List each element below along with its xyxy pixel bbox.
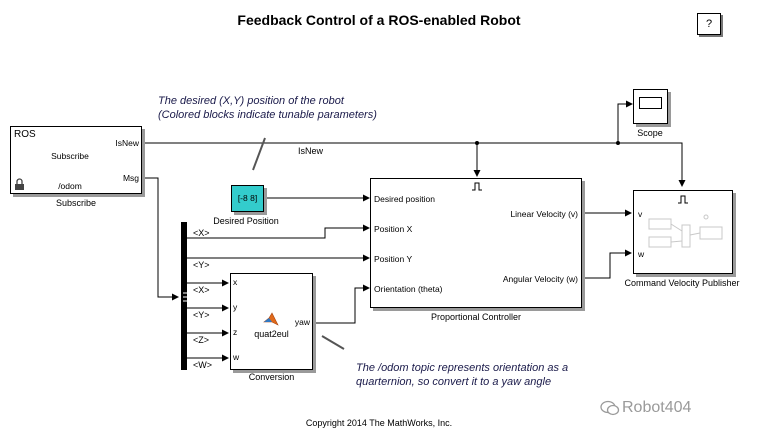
desired-position-note: The desired (X,Y) position of the robot …: [158, 95, 377, 121]
conv-in-w: w: [233, 352, 240, 362]
conv-func-name: quat2eul: [254, 329, 289, 339]
subsystem-preview-icon: [648, 214, 723, 248]
in-port-orientation: Orientation (theta): [374, 284, 443, 294]
watermark-text: Robot404: [622, 399, 692, 416]
subscribe-block[interactable]: ROS Subscribe /odom IsNew Msg: [10, 126, 142, 194]
wechat-icon: [600, 400, 620, 416]
copyright-text: Copyright 2014 The MathWorks, Inc.: [305, 418, 453, 428]
conv-in-x: x: [233, 277, 238, 287]
out-port-linear: Linear Velocity (v): [510, 209, 578, 219]
conversion-block[interactable]: x y z w yaw quat2eul: [230, 273, 313, 370]
in-port-posy: Position Y: [374, 254, 413, 264]
wire-msg: [140, 177, 179, 301]
trigger-icon: [678, 195, 688, 204]
port-w: w: [638, 249, 645, 259]
bus-out-x1: <X>: [193, 228, 210, 238]
odom-note: The /odom topic represents orientation a…: [356, 362, 569, 388]
ros-label: ROS: [14, 129, 36, 140]
wire-isnew-publisher: [618, 142, 686, 187]
port-isnew: IsNew: [115, 138, 139, 148]
scope-name: Scope: [637, 128, 663, 138]
proportional-controller-block[interactable]: Desired position Position X Position Y O…: [370, 178, 582, 308]
bus-out-w: <W>: [193, 360, 213, 370]
subscribe-block-name: Subscribe: [55, 198, 97, 208]
port-v: v: [638, 209, 643, 219]
subscribe-center-label: Subscribe: [51, 151, 89, 161]
matlab-logo-icon: [263, 312, 279, 326]
bus-out-y2: <Y>: [193, 310, 210, 320]
bus-input-icon: [183, 292, 189, 302]
desired-position-block[interactable]: [-8 8]: [231, 185, 264, 212]
desired-position-name: Desired Position: [213, 216, 279, 226]
in-port-posx: Position X: [374, 224, 413, 234]
help-button[interactable]: ?: [697, 13, 721, 35]
wire-yaw: [312, 284, 370, 324]
conversion-name: Conversion: [248, 372, 295, 382]
wire-isnew-scope: [617, 100, 633, 143]
scope-screen-icon: [639, 97, 662, 109]
scope-block[interactable]: [633, 89, 668, 124]
bus-out-y1: <Y>: [193, 260, 210, 270]
wire-angular: [581, 249, 632, 279]
bus-out-z: <Z>: [193, 335, 210, 345]
bus-out-x2: <X>: [193, 285, 210, 295]
topic-label: /odom: [58, 181, 82, 191]
bus-selector-block[interactable]: [181, 222, 187, 370]
model-title: Feedback Control of a ROS-enabled Robot: [237, 12, 521, 28]
publisher-name: Command Velocity Publisher: [624, 278, 740, 288]
conv-out-yaw: yaw: [294, 317, 310, 327]
isnew-signal-label: IsNew: [298, 146, 324, 156]
publisher-block[interactable]: v w: [633, 190, 733, 274]
in-port-desired: Desired position: [374, 194, 435, 204]
conv-in-z: z: [233, 327, 238, 337]
lock-icon: [15, 178, 24, 190]
port-msg: Msg: [122, 173, 139, 183]
conv-in-y: y: [233, 302, 238, 312]
out-port-angular: Angular Velocity (w): [502, 274, 578, 284]
annotation-connector-1: [252, 137, 266, 171]
annotation-connector-2: [321, 335, 345, 350]
trigger-icon: [472, 182, 482, 191]
wire-x-posx: [187, 224, 370, 239]
controller-name: Proportional Controller: [430, 312, 522, 322]
